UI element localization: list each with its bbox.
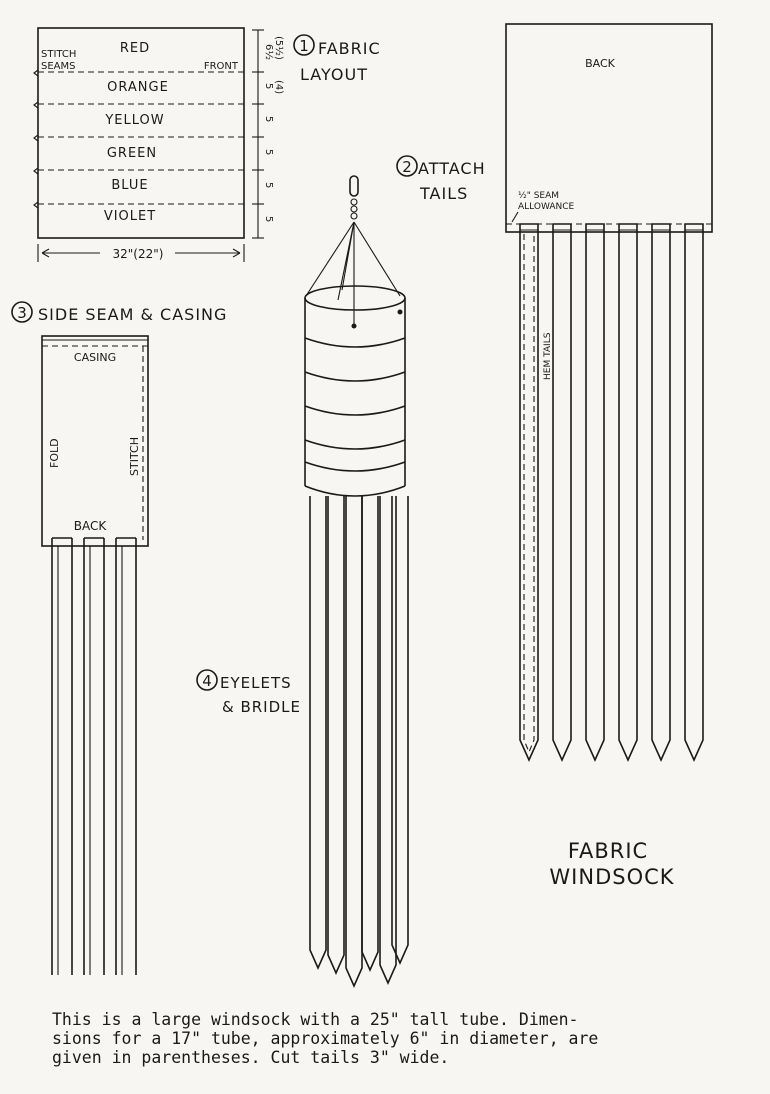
hem-tails-label: HEM TAILS [543, 332, 553, 380]
stitch-label: STITCH [128, 437, 141, 476]
tail-strip [651, 223, 671, 762]
tails-group [519, 223, 704, 762]
fold-label: FOLD [48, 438, 61, 468]
back-label: BACK [585, 57, 616, 70]
step-title: & BRIDLE [222, 698, 301, 716]
step-number: 2 [402, 158, 412, 176]
back-panel [505, 23, 713, 233]
color-label-orange: ORANGE [107, 80, 169, 95]
dim-yellow: 5 [263, 116, 274, 122]
tail-strip [552, 223, 572, 762]
color-band-line [304, 337, 406, 348]
fabric-layout-figure: RED ORANGE YELLOW GREEN BLUE VIOLET STIT… [33, 27, 381, 262]
step-number-circle [196, 669, 218, 691]
step-title: LAYOUT [300, 65, 368, 84]
tail-strip [309, 496, 327, 970]
tail-strip [379, 496, 397, 985]
step-title: EYELETS [220, 674, 292, 692]
attach-tails-figure: BACK ½" SEAM ALLOWANCE HEM TAILS 2 ATTAC… [396, 23, 713, 762]
side-seam-figure: 3 SIDE SEAM & CASING CASING FOLD STITCH … [11, 301, 227, 975]
color-band-line [304, 371, 406, 382]
finished-windsock-figure: 4 EYELETS & BRIDLE [196, 175, 409, 988]
step-title: ATTACH [418, 159, 486, 178]
stitch-label: STITCH [41, 49, 76, 60]
step-number: 4 [202, 672, 212, 690]
front-label: FRONT [204, 61, 239, 72]
step-title: SIDE SEAM & CASING [38, 305, 227, 324]
width-arrow [41, 248, 241, 258]
dim-violet: 5 [263, 216, 274, 222]
hem-stitch [523, 234, 535, 754]
folded-tube [41, 335, 149, 547]
tails-group [309, 496, 409, 988]
color-band-line [304, 439, 406, 450]
color-label-violet: VIOLET [104, 209, 156, 224]
dim-small: (4) [273, 80, 284, 94]
caption-text: This is a large windsock with a 25" tall… [52, 1010, 599, 1067]
step-number-circle [11, 301, 33, 323]
tails-group [51, 537, 137, 975]
step-number: 1 [299, 37, 309, 55]
step-number-circle [293, 34, 315, 56]
step-title: TAILS [419, 184, 468, 203]
color-label-green: GREEN [107, 146, 157, 161]
tail-strip [115, 537, 137, 975]
tail-strip [83, 537, 105, 975]
dim-red: 6½ [263, 44, 275, 60]
tail-strip [585, 223, 605, 762]
color-band-line [304, 405, 406, 416]
color-band-line [304, 461, 406, 472]
tail-strip [361, 496, 379, 972]
color-label-yellow: YELLOW [104, 113, 164, 128]
diagram-heading: FABRIC [568, 839, 648, 863]
fabric-panel [37, 27, 245, 239]
dim-blue: 5 [263, 182, 274, 188]
dim-orange: 5 [263, 83, 274, 89]
swivel [349, 175, 359, 197]
step-title: FABRIC [318, 39, 381, 58]
width-label: 32"(22") [113, 247, 164, 261]
color-label-red: RED [120, 41, 150, 56]
tail-strip [519, 223, 539, 762]
tail-strip [618, 223, 638, 762]
tail-strip [51, 537, 73, 975]
dim-red-small: (5½) [273, 36, 285, 60]
step-number: 3 [17, 304, 27, 322]
seam-allowance-label: ½" SEAM [518, 191, 559, 201]
seams-label: SEAMS [41, 61, 75, 72]
diagram-heading: WINDSOCK [549, 865, 674, 889]
casing-label: CASING [74, 351, 116, 364]
tail-strip [327, 496, 345, 975]
color-label-blue: BLUE [111, 178, 148, 193]
back-label: BACK [74, 519, 108, 533]
bridle-lines [305, 221, 401, 326]
dim-green: 5 [263, 149, 274, 155]
tail-strip [345, 496, 363, 988]
tail-strip [684, 223, 704, 762]
tube-top [304, 285, 406, 311]
notch-marks [33, 69, 39, 209]
step-number-circle [396, 155, 418, 177]
tail-strip [391, 496, 409, 965]
seam-allowance-label: ALLOWANCE [518, 202, 575, 212]
